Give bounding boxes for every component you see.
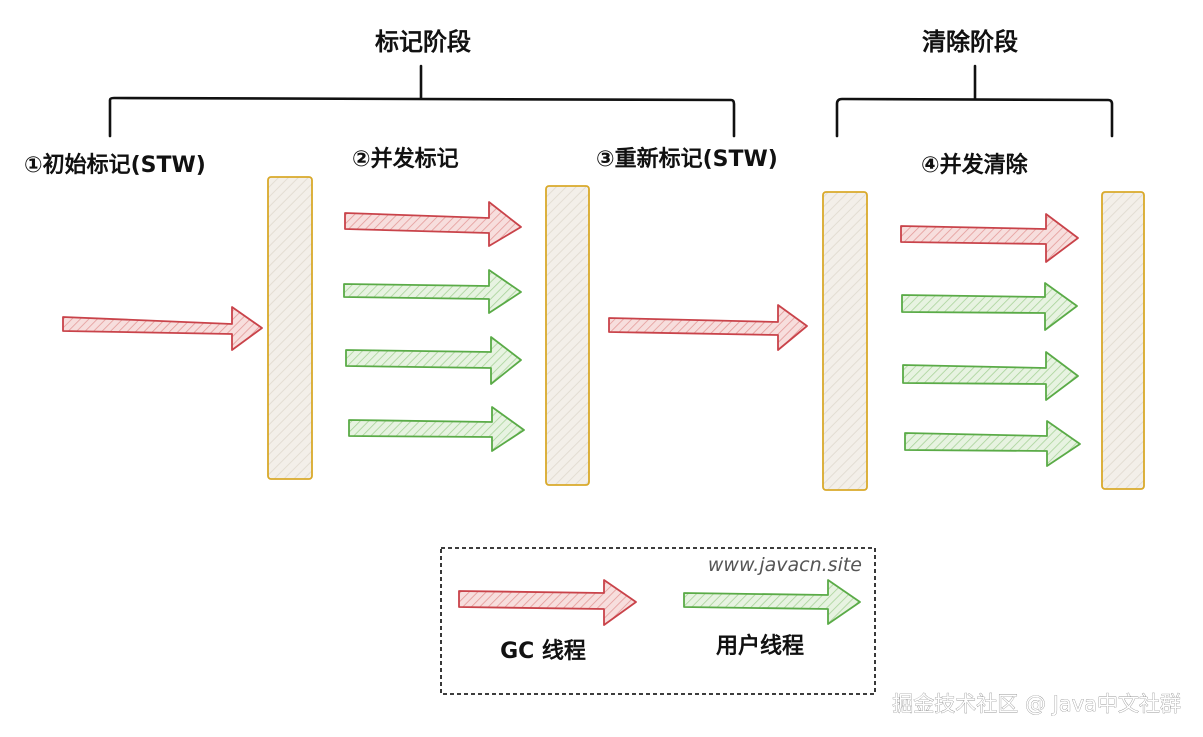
step-title-remark: ③重新标记(STW) — [596, 146, 778, 172]
safepoint-bar-4 — [1101, 191, 1145, 490]
legend: www.javacn.site GC 线程 用户线程 — [440, 547, 876, 695]
user-thread-arrow — [902, 351, 1079, 401]
legend-box — [440, 547, 876, 695]
safepoint-bar-3 — [822, 191, 868, 491]
legend-gc-thread-label: GC 线程 — [500, 638, 586, 664]
legend-gc-arrow — [458, 579, 637, 626]
bracket-sweep-phase — [835, 64, 1114, 138]
gc-thread-arrow — [62, 306, 263, 351]
site-url-label: www.javacn.site — [708, 554, 862, 576]
safepoint-bar-2 — [545, 185, 590, 486]
watermark-text: 掘金技术社区 @ Java中文社群 — [892, 692, 1181, 716]
phase-title-mark: 标记阶段 — [375, 28, 471, 56]
gc-thread-arrow — [900, 213, 1079, 263]
gc-thread-arrow — [608, 304, 808, 351]
phase-title-sweep: 清除阶段 — [922, 28, 1018, 56]
safepoint-bar-1 — [267, 176, 313, 480]
legend-user-thread-label: 用户线程 — [716, 633, 804, 659]
step-title-concurrent-mark: ②并发标记 — [352, 146, 459, 172]
user-thread-arrow — [343, 269, 522, 314]
bracket-mark-phase — [108, 64, 736, 138]
user-thread-arrow — [345, 336, 522, 385]
user-thread-arrow — [348, 406, 525, 452]
step-title-concurrent-sweep: ④并发清除 — [921, 152, 1029, 178]
legend-user-arrow — [683, 579, 861, 625]
user-thread-arrow — [901, 282, 1078, 331]
step-title-initial-mark: ①初始标记(STW) — [24, 152, 206, 178]
user-thread-arrow — [904, 420, 1081, 467]
gc-thread-arrow — [344, 201, 522, 247]
